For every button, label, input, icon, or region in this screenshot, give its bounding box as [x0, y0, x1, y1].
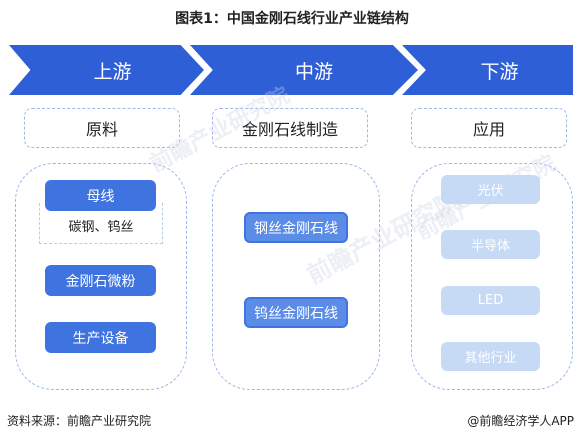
- node-diamond-powder: 金刚石微粉: [45, 265, 156, 296]
- stage-label-midstream: 中游: [294, 60, 333, 83]
- node-base-wire: 母线: [45, 180, 156, 211]
- node-other-industries: 其他行业: [441, 342, 540, 371]
- node-photovoltaic: 光伏: [441, 175, 540, 204]
- sub-note-text: 碳钢、钨丝: [68, 219, 134, 235]
- source-note: 资料来源：前瞻产业研究院: [7, 414, 152, 428]
- category-box-raw-materials: 原料: [24, 108, 180, 148]
- node-semiconductor: 半导体: [441, 230, 540, 259]
- stage-label-upstream: 上游: [93, 60, 132, 83]
- node-steel-diamond-wire: 钢丝金刚石线: [244, 212, 348, 243]
- category-box-applications: 应用: [411, 108, 567, 148]
- stage-label-downstream: 下游: [480, 60, 519, 83]
- category-box-manufacturing: 金刚石线制造: [212, 108, 368, 148]
- brand-credit: @前瞻经济学人APP: [467, 414, 574, 428]
- stage-chevron-upstream: 上游: [9, 45, 204, 95]
- node-led: LED: [441, 286, 540, 315]
- midstream-panel: [212, 163, 380, 390]
- chart-title: 图表1：中国金刚石线行业产业链结构: [175, 11, 409, 27]
- stage-chevron-downstream: 下游: [402, 45, 573, 95]
- stage-chevron-midstream: 中游: [190, 45, 418, 95]
- node-tungsten-diamond-wire: 钨丝金刚石线: [244, 297, 348, 328]
- node-production-equipment: 生产设备: [45, 322, 156, 353]
